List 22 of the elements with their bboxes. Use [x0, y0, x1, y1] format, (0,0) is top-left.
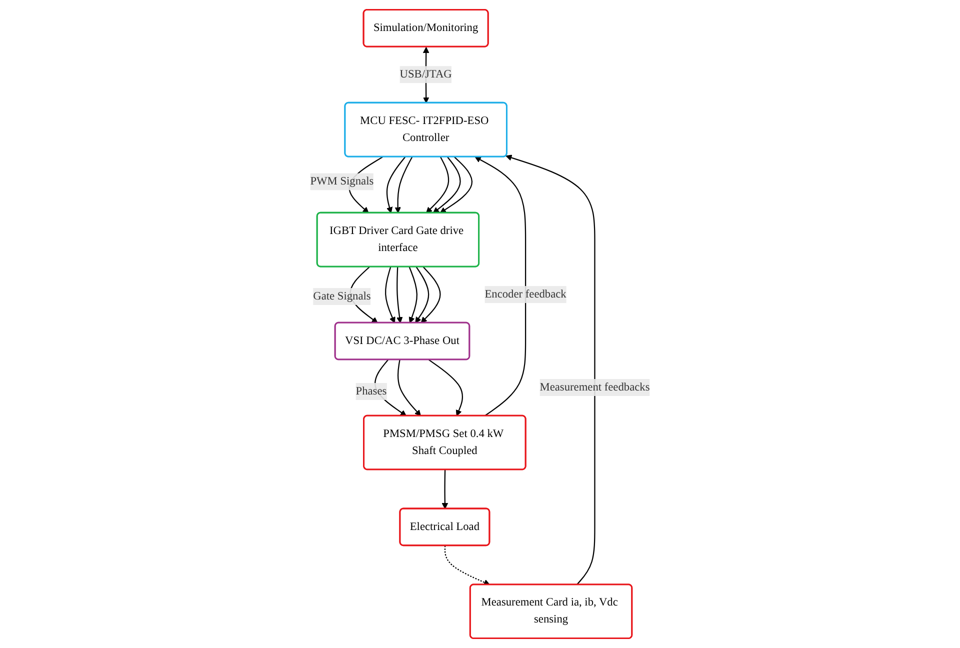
- arrow: [444, 546, 490, 586]
- arrow: [432, 156, 461, 214]
- edge-label: USB/JTAG: [400, 68, 452, 80]
- edge-label: PWM Signals: [310, 175, 374, 188]
- arrow: [408, 266, 418, 324]
- edge-label: Encoder feedback: [484, 288, 566, 300]
- arrow: [396, 266, 403, 324]
- arrow: [386, 156, 406, 214]
- edge-label: Measurement feedbacks: [540, 381, 650, 394]
- arrow: [474, 156, 526, 416]
- arrow: [415, 266, 430, 324]
- arrow: [394, 156, 413, 214]
- arrow: [440, 156, 472, 214]
- arrow: [426, 156, 450, 214]
- arrow: [428, 359, 463, 416]
- arrow: [397, 360, 422, 416]
- edge-label: Phases: [356, 385, 387, 398]
- arrow: [384, 266, 396, 324]
- arrow: [442, 470, 448, 510]
- edge-label: Gate Signals: [313, 290, 371, 302]
- arrow: [420, 266, 441, 324]
- arrow: [506, 154, 596, 586]
